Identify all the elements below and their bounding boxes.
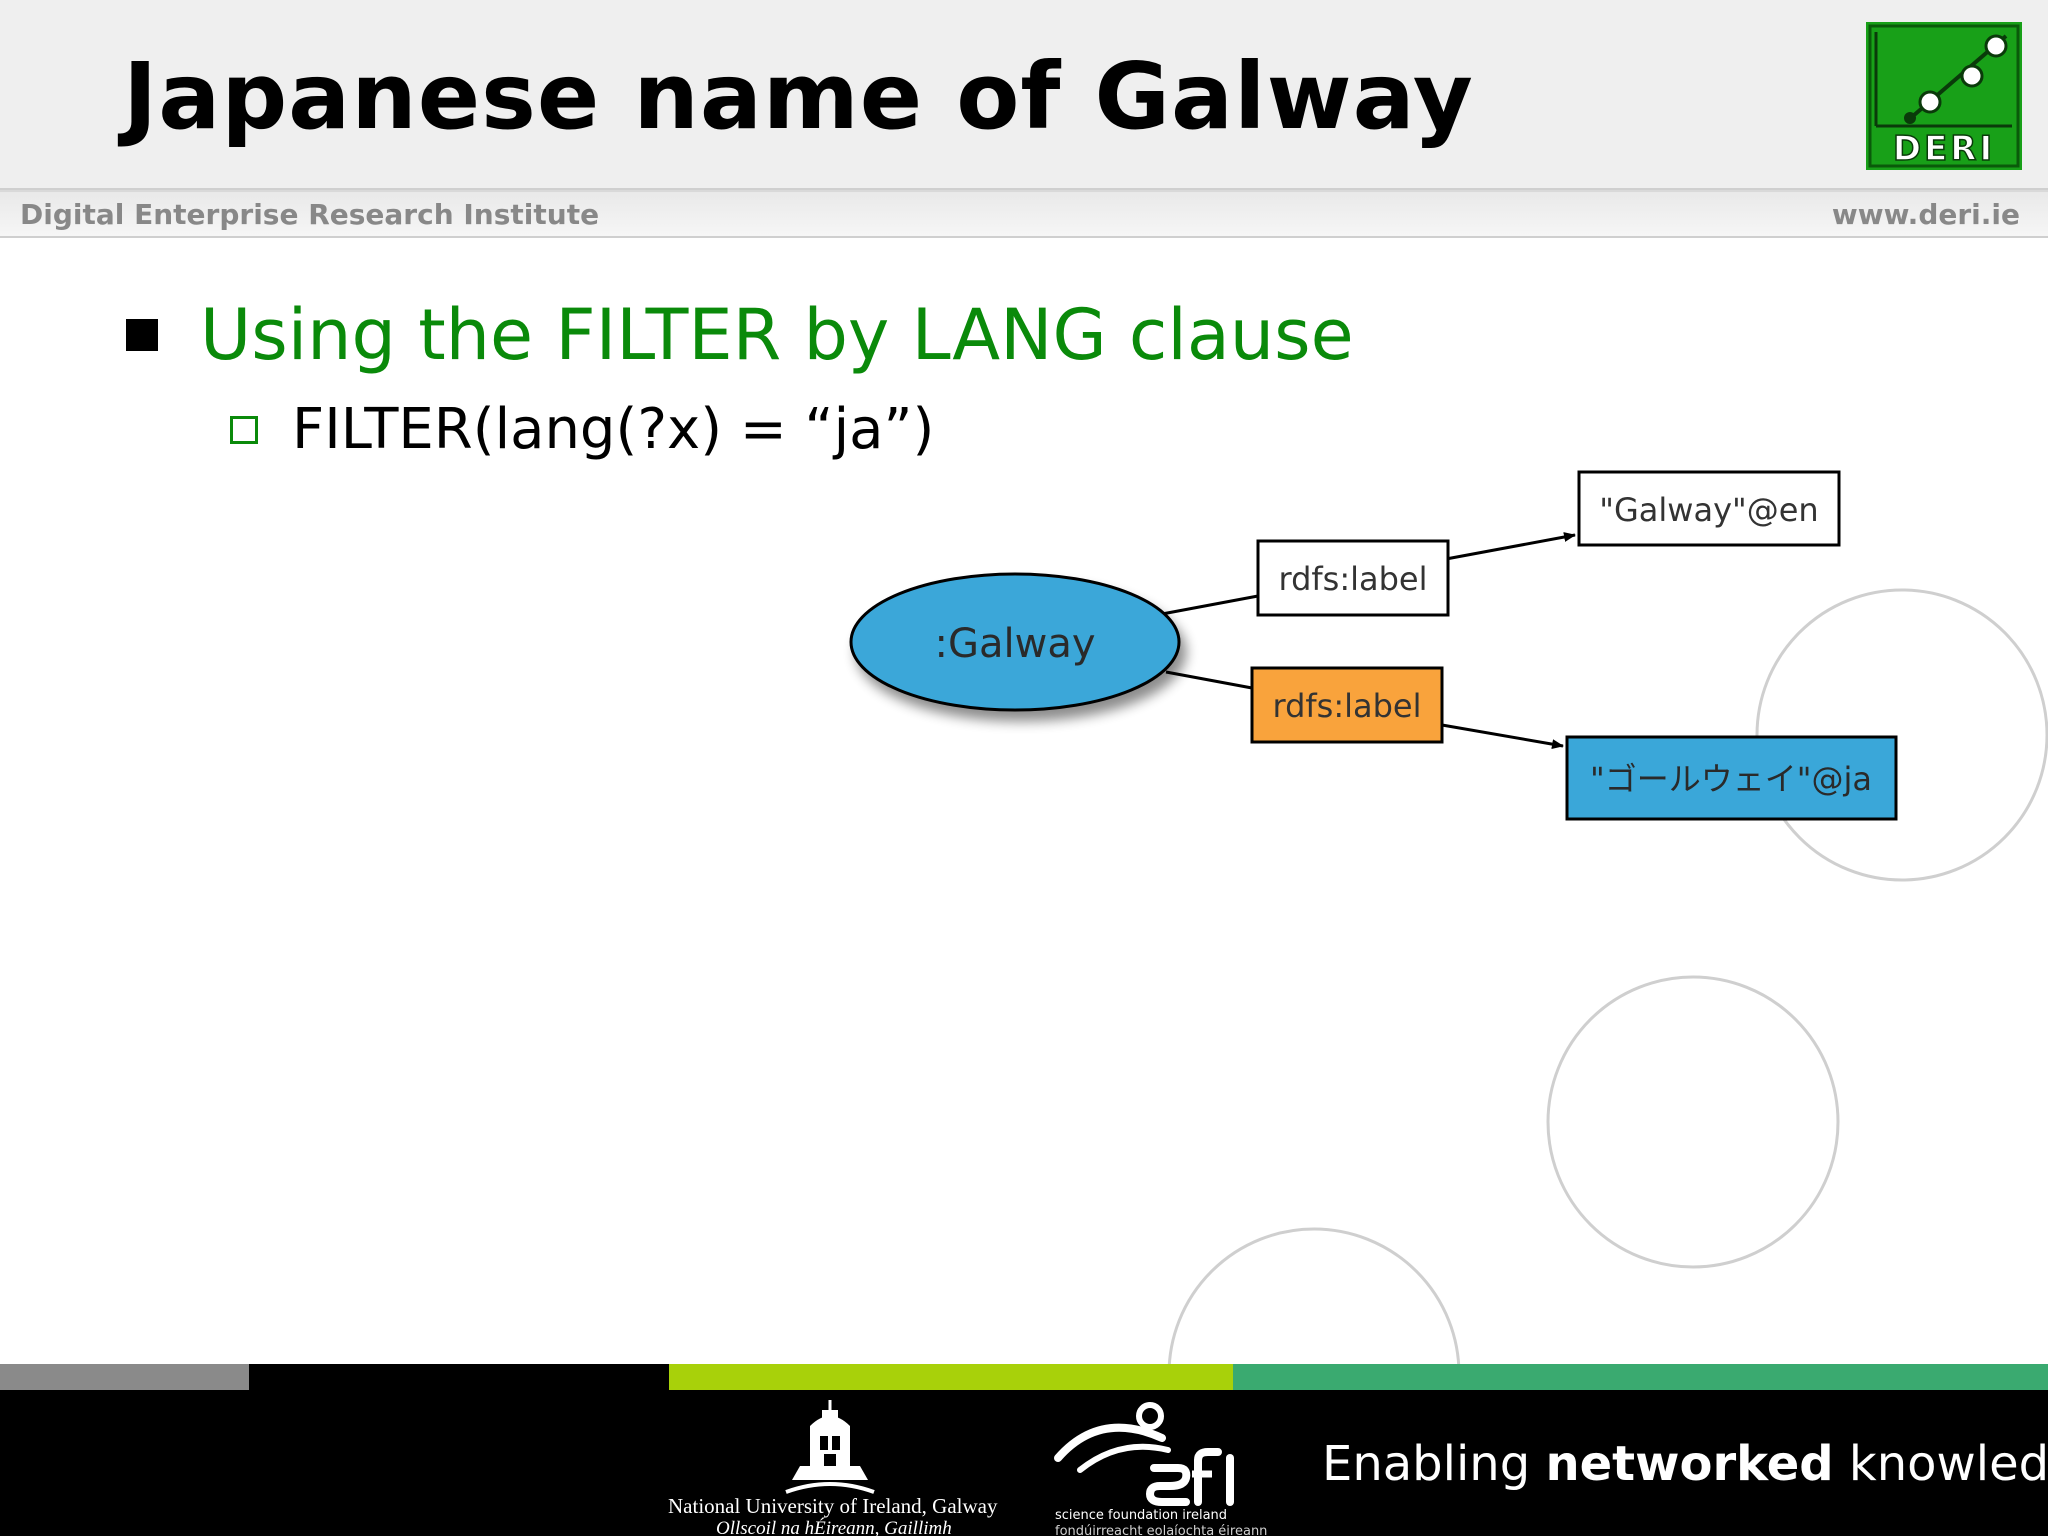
bullet-main: Using the FILTER by LANG clause — [126, 290, 1354, 380]
footer-stripe-lime — [669, 1364, 1233, 1390]
object-label: "ゴールウェイ"@ja — [1590, 760, 1872, 798]
deri-logo: DERI — [1866, 22, 2022, 170]
edge-line — [1165, 670, 1253, 690]
institute-name: Digital Enterprise Research Institute — [20, 198, 600, 231]
sfi-name: science foundation ireland — [1055, 1508, 1228, 1523]
deco-circle — [1546, 975, 1840, 1269]
object-box — [1577, 470, 1841, 547]
slide-title: Japanese name of Galway — [123, 43, 1474, 150]
tagline-bold: networked — [1545, 1436, 1834, 1492]
edge-arrow — [1445, 532, 1576, 561]
bullet-hollow-square-icon — [230, 416, 258, 444]
website-link[interactable]: www.deri.ie — [1831, 198, 2020, 231]
nui-galway-irish-name: Ollscoil na hÉireann, Gaillimh — [716, 1518, 952, 1536]
nui-galway-crest-icon — [785, 1400, 875, 1494]
predicate-label: rdfs:label — [1278, 560, 1427, 598]
edge-line — [1161, 594, 1259, 616]
tagline: Enabling networked knowledge. — [1322, 1436, 2048, 1492]
footer-stripe-black — [249, 1364, 669, 1390]
deri-logo-text: DERI — [1893, 129, 1995, 169]
predicate-box — [1256, 539, 1450, 617]
footer-stripe-gray — [0, 1364, 249, 1390]
institute-bar: Digital Enterprise Research Institute ww… — [0, 190, 2048, 238]
subject-node — [849, 572, 1181, 712]
subject-node-label: :Galway — [935, 621, 1096, 667]
tagline-pre: Enabling — [1322, 1436, 1546, 1492]
edge-arrow — [1441, 723, 1564, 750]
bullet-sub-text: FILTER(lang(?x) = “ja”) — [292, 397, 935, 462]
footer-stripe-teal — [1233, 1364, 2048, 1390]
bullet-main-text: Using the FILTER by LANG clause — [200, 294, 1354, 376]
deco-circle — [1755, 588, 2048, 882]
slide-header: Japanese name of Galway DERI — [0, 0, 2048, 190]
nui-galway-name: National University of Ireland, Galway — [668, 1494, 998, 1518]
slide-footer — [0, 1390, 2048, 1536]
object-label: "Galway"@en — [1599, 491, 1818, 529]
sfi-logo-icon — [1054, 1402, 1234, 1506]
predicate-box-highlighted — [1250, 666, 1444, 744]
bullet-square-icon — [126, 319, 158, 351]
bullet-sub: FILTER(lang(?x) = “ja”) — [230, 392, 934, 468]
object-box-highlighted — [1565, 735, 1898, 821]
tagline-post: knowledge. — [1848, 1436, 2048, 1492]
predicate-label: rdfs:label — [1272, 687, 1421, 725]
sfi-irish-name: fondúirreacht eolaíochta éireann — [1055, 1524, 1268, 1536]
